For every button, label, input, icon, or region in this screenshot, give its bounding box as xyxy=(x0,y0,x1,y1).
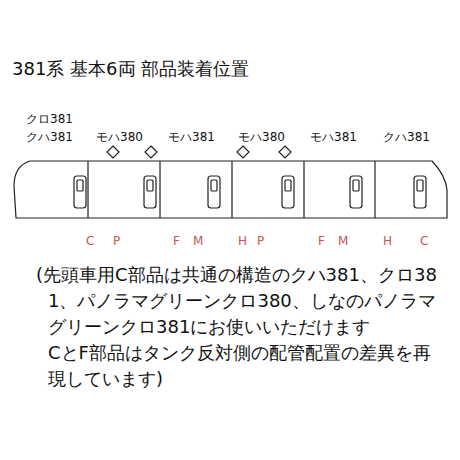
car-name: クハ381 xyxy=(26,130,73,144)
note-text: CとF部品はタンク反対側の配管配置の差異を再現しています) xyxy=(48,340,448,392)
door xyxy=(74,176,86,208)
part-letter: P xyxy=(113,234,120,248)
part-letter: P xyxy=(257,234,264,248)
car-name: モハ381 xyxy=(168,130,215,144)
car-name: モハ381 xyxy=(310,130,357,144)
door xyxy=(208,176,220,208)
door-window xyxy=(353,180,359,191)
part-letter: H xyxy=(383,234,392,248)
door xyxy=(414,176,426,208)
door-window xyxy=(211,180,217,191)
car-name: クロ381 xyxy=(26,112,73,126)
car-name: モハ380 xyxy=(96,130,143,144)
part-letter: C xyxy=(420,234,428,248)
door-window xyxy=(77,180,83,191)
door-window xyxy=(147,180,153,191)
part-letter: C xyxy=(86,234,94,248)
door xyxy=(144,176,156,208)
note-text: (先頭車用C部品は共通の構造のクハ381、クロ381、パノラマグリーンクロ380… xyxy=(36,262,448,340)
car-name: クハ381 xyxy=(383,130,430,144)
part-letter: M xyxy=(338,234,348,248)
door xyxy=(350,176,362,208)
door-window xyxy=(285,180,291,191)
diagram-title: 381系 基本6両 部品装着位置 xyxy=(12,58,249,80)
part-letter: F xyxy=(173,234,180,248)
car-name: モハ380 xyxy=(238,130,285,144)
door xyxy=(282,176,294,208)
part-letter: F xyxy=(318,234,325,248)
part-letter: H xyxy=(238,234,247,248)
part-letter: M xyxy=(193,234,203,248)
door-window xyxy=(417,180,423,191)
